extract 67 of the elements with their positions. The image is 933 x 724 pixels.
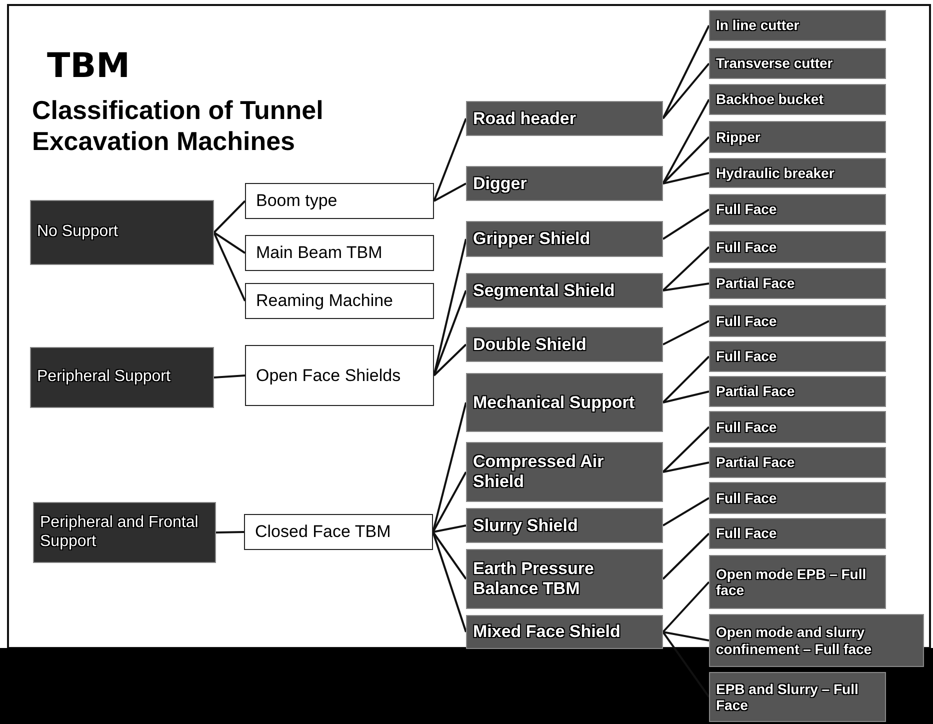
category-box: Hydraulic breaker xyxy=(709,158,886,188)
category-box: Full Face xyxy=(709,411,886,443)
connector-line xyxy=(662,208,710,240)
connector-line xyxy=(433,344,467,376)
connector-line xyxy=(662,631,710,698)
category-box: In line cutter xyxy=(709,10,886,41)
category-box: Open mode and slurry confinement – Full face xyxy=(709,614,924,667)
connector-line xyxy=(662,172,710,184)
category-box: Open Face Shields xyxy=(245,345,434,406)
category-box: Compressed Air Shield xyxy=(466,442,663,502)
connector-line xyxy=(662,356,710,404)
category-box: Mixed Face Shield xyxy=(466,615,663,649)
category-box: Double Shield xyxy=(466,327,663,362)
connector-line xyxy=(662,631,710,642)
connector-line xyxy=(662,246,710,292)
connector-line xyxy=(662,581,710,633)
category-box: Peripheral and Frontal Support xyxy=(33,502,216,563)
category-box: Full Face xyxy=(709,482,886,514)
category-box: Slurry Shield xyxy=(466,508,663,543)
category-box: Earth Pressure Balance TBM xyxy=(466,549,663,609)
connector-line xyxy=(213,200,246,234)
connector-line xyxy=(214,374,246,378)
connector-line xyxy=(662,497,710,526)
connector-line xyxy=(662,532,710,580)
category-box: Gripper Shield xyxy=(466,221,663,257)
category-box: Full Face xyxy=(709,194,886,225)
category-box: EPB and Slurry – Full Face xyxy=(709,672,886,722)
slide-subtitle: Classification of Tunnel Excavation Machines xyxy=(32,95,324,158)
connector-line xyxy=(432,524,466,533)
category-box: Road header xyxy=(466,101,663,136)
category-box: Full Face xyxy=(709,305,886,337)
category-box: Peripheral Support xyxy=(30,347,214,408)
category-box: Full Face xyxy=(709,231,886,263)
connector-line xyxy=(662,390,710,404)
connector-line xyxy=(662,99,710,184)
category-box: Segmental Shield xyxy=(466,273,663,308)
category-box: Digger xyxy=(466,166,663,201)
category-box: Full Face xyxy=(709,341,886,372)
connector-line xyxy=(216,531,244,534)
category-box: No Support xyxy=(30,200,214,265)
connector-line xyxy=(432,531,467,580)
category-box: Open mode EPB – Full face xyxy=(709,555,886,609)
category-box: Partial Face xyxy=(709,268,886,299)
connector-line xyxy=(662,282,710,292)
category-box: Main Beam TBM xyxy=(245,235,434,271)
connector-line xyxy=(662,462,710,473)
category-box: Backhoe bucket xyxy=(709,84,886,115)
connector-line xyxy=(662,136,710,184)
category-box: Reaming Machine xyxy=(245,283,434,319)
connector-line xyxy=(662,25,710,119)
category-box: Ripper xyxy=(709,121,886,153)
slide-title: TBM xyxy=(47,46,130,86)
category-box: Boom type xyxy=(245,183,434,219)
connector-line xyxy=(213,232,246,302)
connector-line xyxy=(662,320,710,346)
connector-line xyxy=(433,118,467,202)
connector-line xyxy=(213,232,246,254)
category-box: Transverse cutter xyxy=(709,48,886,79)
connector-line xyxy=(662,426,710,473)
category-box: Full Face xyxy=(709,518,886,549)
category-box: Closed Face TBM xyxy=(244,514,433,550)
category-box: Partial Face xyxy=(709,376,886,407)
connector-line xyxy=(434,182,466,202)
category-box: Partial Face xyxy=(709,447,886,478)
category-box: Mechanical Support xyxy=(466,373,663,432)
connector-line xyxy=(662,62,710,120)
connector-line xyxy=(432,472,467,532)
